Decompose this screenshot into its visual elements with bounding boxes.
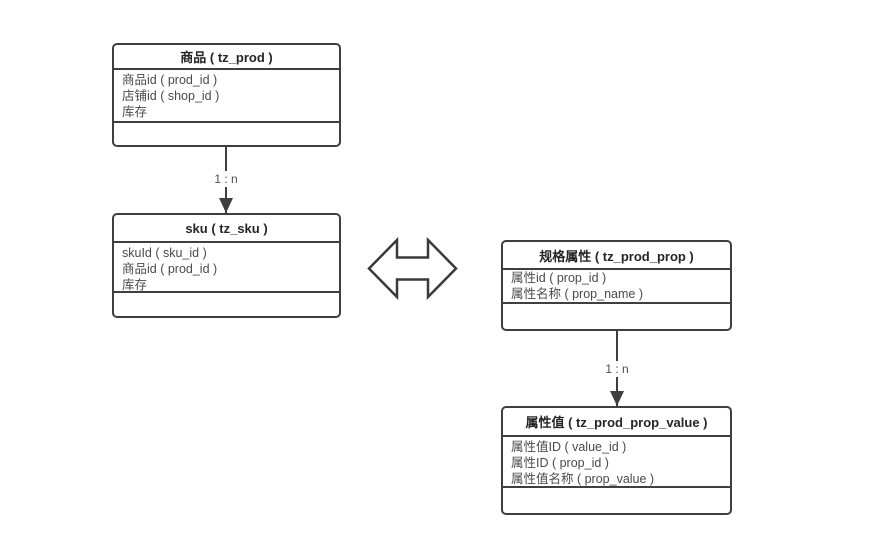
field-row: 属性名称 ( prop_name ) (511, 287, 643, 301)
entity-prod-prop-value-empty-section (503, 488, 730, 513)
entity-prod-title: 商品 ( tz_prod ) (114, 45, 339, 70)
field-row: 库存 (122, 278, 148, 292)
field-row: 属性id ( prop_id ) (511, 271, 607, 285)
entity-prod-prop-value-title: 属性值 ( tz_prod_prop_value ) (503, 408, 730, 437)
arrowhead-down-icon (610, 391, 624, 406)
entity-prod-prop-title: 规格属性 ( tz_prod_prop ) (503, 242, 730, 270)
field-row: 属性值ID ( value_id ) (511, 440, 627, 454)
entity-sku-empty-section (114, 293, 339, 316)
field-row: skuId ( sku_id ) (122, 246, 207, 260)
entity-prod-prop-value: 属性值 ( tz_prod_prop_value ) 属性值ID ( value… (501, 406, 732, 515)
field-row: 属性值名称 ( prop_value ) (511, 472, 655, 486)
entity-sku-title: sku ( tz_sku ) (114, 215, 339, 243)
relation-label-prop-value: 1 : n (602, 361, 632, 377)
entity-prod-prop-fields: 属性id ( prop_id ) 属性名称 ( prop_name ) (503, 270, 730, 304)
entity-sku-fields: skuId ( sku_id ) 商品id ( prod_id ) 库存 (114, 243, 339, 293)
field-row: 商品id ( prod_id ) (122, 262, 218, 276)
entity-prod: 商品 ( tz_prod ) 商品id ( prod_id ) 店铺id ( s… (112, 43, 341, 147)
entity-prod-fields: 商品id ( prod_id ) 店铺id ( shop_id ) 库存 (114, 70, 339, 123)
entity-sku: sku ( tz_sku ) skuId ( sku_id ) 商品id ( p… (112, 213, 341, 318)
entity-prod-prop-value-fields: 属性值ID ( value_id ) 属性ID ( prop_id ) 属性值名… (503, 437, 730, 488)
relation-label-prod-sku: 1 : n (211, 171, 241, 187)
entity-prod-prop: 规格属性 ( tz_prod_prop ) 属性id ( prop_id ) 属… (501, 240, 732, 331)
field-row: 属性ID ( prop_id ) (511, 456, 609, 470)
field-row: 店铺id ( shop_id ) (122, 89, 220, 103)
field-row: 库存 (122, 105, 148, 119)
field-row: 商品id ( prod_id ) (122, 73, 218, 87)
arrowhead-down-icon (219, 198, 233, 213)
entity-prod-prop-empty-section (503, 304, 730, 329)
entity-prod-empty-section (114, 123, 339, 145)
double-arrow-icon (367, 237, 458, 300)
